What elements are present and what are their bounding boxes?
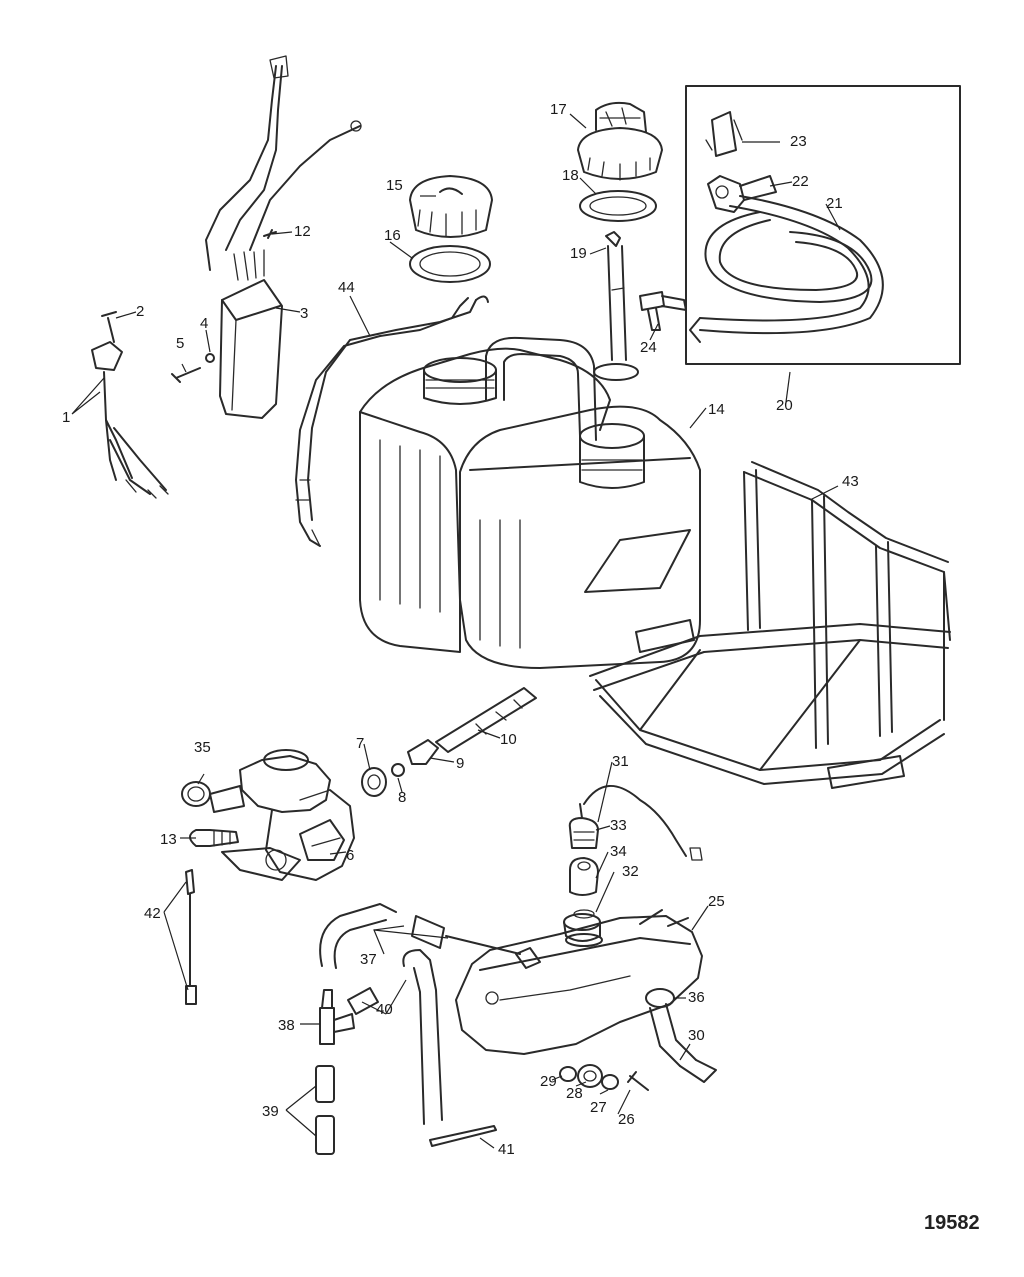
pump-bolt bbox=[189, 829, 239, 847]
hose-clamp-36 bbox=[645, 988, 675, 1008]
callout-34: 34 bbox=[610, 843, 627, 860]
callout-8: 8 bbox=[398, 789, 406, 806]
callout-28: 28 bbox=[566, 1085, 583, 1102]
tee-fitting bbox=[319, 989, 355, 1045]
connector-clip bbox=[705, 111, 743, 157]
callout-2: 2 bbox=[136, 303, 144, 320]
callout-6: 6 bbox=[346, 847, 354, 864]
callout-39: 39 bbox=[262, 1103, 279, 1120]
gauge-cap-assembly bbox=[577, 101, 663, 181]
cdi-module bbox=[219, 279, 283, 419]
callout-32: 32 bbox=[622, 863, 639, 880]
callout-4: 4 bbox=[200, 315, 208, 332]
callout-38: 38 bbox=[278, 1017, 295, 1034]
hose-37 bbox=[319, 903, 521, 969]
small-washer bbox=[205, 353, 215, 363]
callout-labels: 1 2 3 4 5 6 7 8 9 10 12 13 14 15 16 17 1… bbox=[62, 101, 859, 1158]
fuel-pump bbox=[209, 749, 355, 881]
callout-33: 33 bbox=[610, 817, 627, 834]
level-sender bbox=[568, 784, 703, 861]
mount-washer bbox=[601, 1074, 619, 1090]
hose-clamp-small bbox=[181, 781, 211, 807]
fill-cap bbox=[409, 175, 493, 238]
mount-bushing bbox=[559, 1066, 577, 1082]
callout-25: 25 bbox=[708, 893, 725, 910]
fuel-hose-coil bbox=[689, 195, 884, 343]
callout-21: 21 bbox=[826, 195, 843, 212]
primer-bulb-fitting bbox=[707, 175, 777, 213]
callout-35: 35 bbox=[194, 739, 211, 756]
callout-26: 26 bbox=[618, 1111, 635, 1128]
twin-fuel-tank bbox=[359, 336, 701, 669]
callout-15: 15 bbox=[386, 177, 403, 194]
callout-19: 19 bbox=[570, 245, 587, 262]
sender-spacer bbox=[569, 857, 599, 896]
mount-grommet bbox=[577, 1064, 603, 1088]
gauge-seal bbox=[579, 190, 657, 222]
callout-18: 18 bbox=[562, 167, 579, 184]
callout-29: 29 bbox=[540, 1073, 557, 1090]
callout-10: 10 bbox=[500, 731, 517, 748]
tank-gasket bbox=[565, 933, 603, 947]
callout-17: 17 bbox=[550, 101, 567, 118]
callout-24: 24 bbox=[640, 339, 657, 356]
callout-3: 3 bbox=[300, 305, 308, 322]
module-screw bbox=[171, 367, 201, 383]
callout-13: 13 bbox=[160, 831, 177, 848]
figure-number: 19582 bbox=[924, 1212, 980, 1234]
callout-44: 44 bbox=[338, 279, 355, 296]
mount-screw bbox=[627, 1071, 649, 1091]
o-ring bbox=[391, 763, 405, 777]
leader-lines bbox=[71, 113, 841, 1149]
kit-box-outline bbox=[685, 85, 961, 365]
cable-tie bbox=[429, 1125, 497, 1147]
callout-20: 20 bbox=[776, 397, 793, 414]
callout-16: 16 bbox=[384, 227, 401, 244]
fuel-connector bbox=[639, 291, 687, 331]
callout-23: 23 bbox=[790, 133, 807, 150]
outlet-hose bbox=[649, 1003, 717, 1083]
pump-grommet bbox=[361, 767, 387, 797]
tank-cradle bbox=[589, 461, 951, 789]
cap-seal bbox=[409, 245, 491, 283]
callout-36: 36 bbox=[688, 989, 705, 1006]
pump-fitting bbox=[407, 739, 439, 765]
callout-42: 42 bbox=[144, 905, 161, 922]
sender-washer bbox=[573, 909, 595, 919]
callout-27: 27 bbox=[590, 1099, 607, 1116]
fuel-pickup-tube bbox=[593, 231, 639, 381]
check-valve bbox=[435, 687, 537, 753]
ground-screw bbox=[263, 229, 277, 239]
terminal-screw bbox=[101, 311, 117, 343]
callout-43: 43 bbox=[842, 473, 859, 490]
hose-sleeves bbox=[315, 1065, 335, 1155]
callout-41: 41 bbox=[498, 1141, 515, 1158]
callout-9: 9 bbox=[456, 755, 464, 772]
hose-40 bbox=[347, 949, 443, 1125]
callout-7: 7 bbox=[356, 735, 364, 752]
callout-22: 22 bbox=[792, 173, 809, 190]
callout-31: 31 bbox=[612, 753, 629, 770]
callout-5: 5 bbox=[176, 335, 184, 352]
callout-30: 30 bbox=[688, 1027, 705, 1044]
callout-40: 40 bbox=[376, 1001, 393, 1018]
wiring-harness bbox=[205, 55, 362, 281]
wire-lead bbox=[185, 869, 197, 1005]
callout-12: 12 bbox=[294, 223, 311, 240]
callout-37: 37 bbox=[360, 951, 377, 968]
oil-tank bbox=[455, 909, 703, 1055]
tank-strap bbox=[295, 295, 489, 547]
kill-switch-lead bbox=[91, 341, 169, 499]
callout-1: 1 bbox=[62, 409, 70, 426]
callout-14: 14 bbox=[708, 401, 725, 418]
